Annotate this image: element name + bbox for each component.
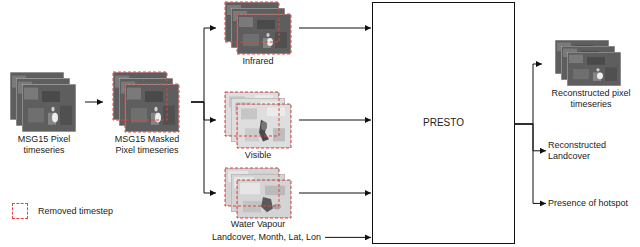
- node-label: MSG15 Pixel timeseries: [4, 134, 84, 156]
- node-label: Reconstructed Landcover: [548, 140, 638, 162]
- flow-arrow: [299, 28, 371, 29]
- picture-space: [218, 166, 298, 219]
- picture-space: [218, 90, 298, 150]
- node-label: Presence of hotspot: [548, 198, 636, 209]
- node-label: Visible: [218, 150, 298, 161]
- flow-arrow: [299, 193, 371, 194]
- node-label: Water Vapour: [218, 219, 298, 230]
- node-label: MSG15 Masked Pixel timeseries: [104, 134, 190, 156]
- flow-arrow: [325, 237, 371, 238]
- legend-label: Removed timestep: [38, 206, 113, 217]
- picture-space: [4, 72, 84, 134]
- output-label: Reconstructed Landcover: [548, 140, 638, 162]
- node-label: Reconstructed pixel timeseries: [544, 88, 638, 110]
- node-label: Infrared: [218, 56, 298, 67]
- model-box: PRESTO: [372, 2, 515, 244]
- flow-arrow: [515, 124, 546, 151]
- flow-arrow: [515, 124, 546, 203]
- flow-arrow: [191, 102, 216, 193]
- image-stack: Reconstructed pixel timeseries: [544, 38, 638, 110]
- node-label: Landcover, Month, Lat, Lon: [212, 232, 362, 243]
- legend-row: Removed timestep: [12, 203, 113, 219]
- image-stack: MSG15 Pixel timeseries: [4, 72, 84, 156]
- input-label: Landcover, Month, Lat, Lon: [212, 232, 362, 243]
- node-label: PRESTO: [423, 117, 464, 129]
- flow-arrow: [85, 102, 103, 103]
- picture-space: [544, 38, 638, 88]
- picture-space: [218, 0, 298, 56]
- image-stack: MSG15 Masked Pixel timeseries: [104, 72, 190, 156]
- legend-swatch: [12, 203, 28, 219]
- flow-arrow: [299, 120, 371, 121]
- image-stack: Water Vapour: [218, 166, 298, 230]
- picture-space: [104, 72, 190, 134]
- image-stack: Visible: [218, 90, 298, 161]
- flow-arrow: [191, 28, 216, 102]
- image-stack: Infrared: [218, 0, 298, 67]
- output-label: Presence of hotspot: [548, 198, 636, 209]
- flow-arrow: [515, 64, 542, 124]
